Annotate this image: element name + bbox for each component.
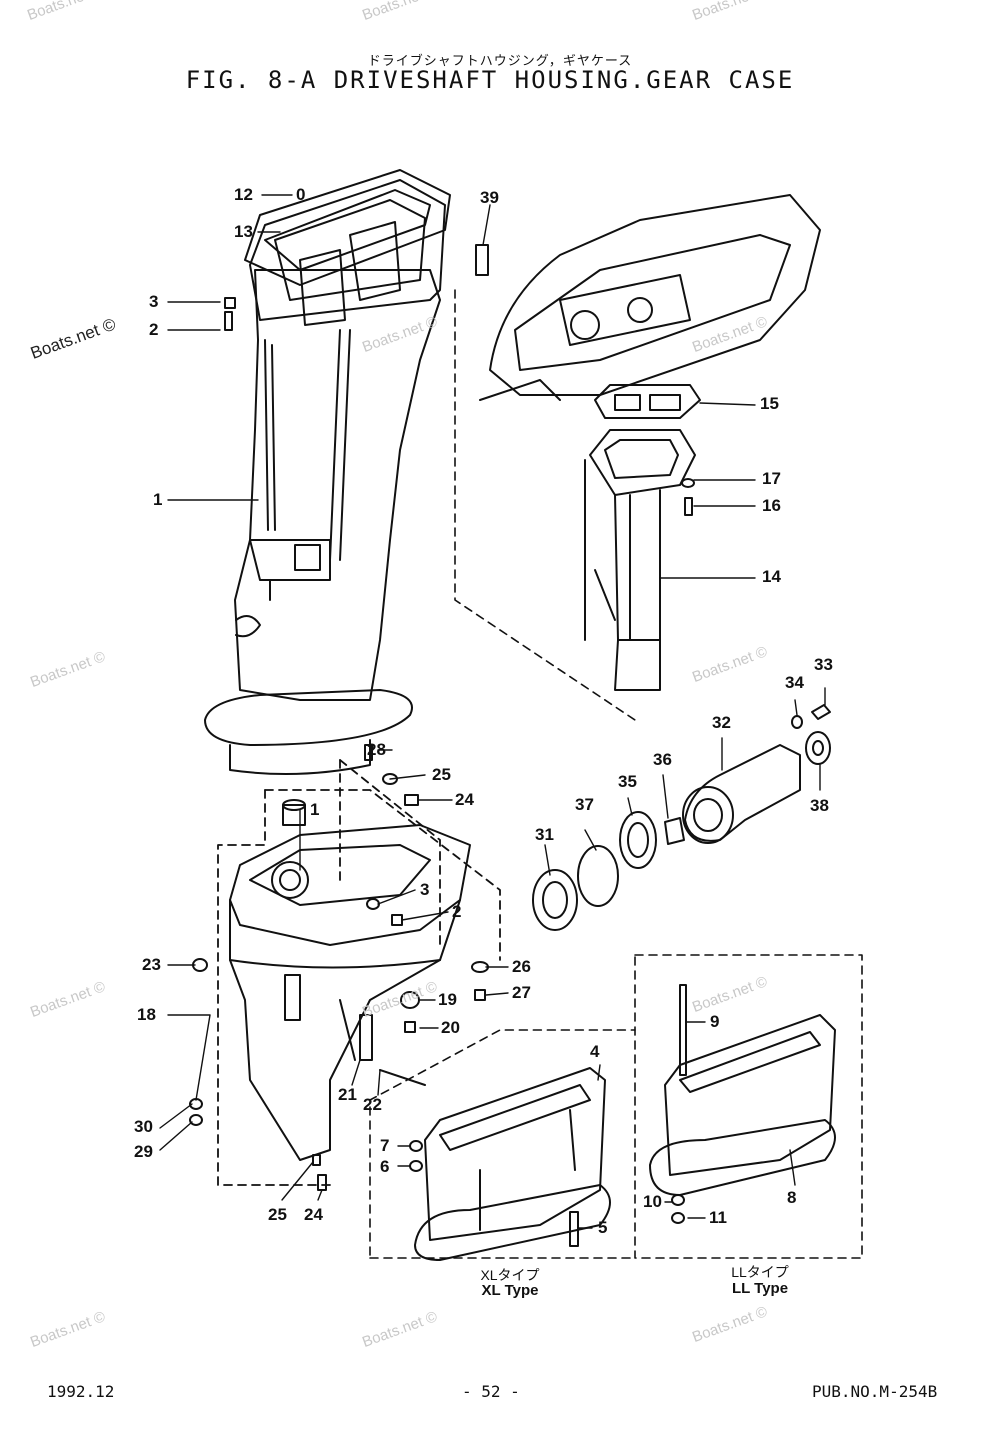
callout-17: 17 <box>762 469 781 488</box>
propeller-shaft-housing-drawing <box>532 704 831 931</box>
figure-subtitle-jp: ドライブシャフトハウジング，ギヤケース <box>367 54 633 69</box>
callout-15: 15 <box>760 394 779 413</box>
callout-20: 20 <box>441 1018 460 1037</box>
callout-12: 12 <box>234 185 253 204</box>
ll-type-label: LL Type <box>731 1280 789 1297</box>
callout-7: 7 <box>380 1136 390 1155</box>
bottom-cowling-drawing <box>479 194 821 691</box>
callout-4: 4 <box>590 1042 600 1061</box>
callout-30: 30 <box>134 1117 153 1136</box>
callout-34: 34 <box>785 673 804 692</box>
callout-12-qty: 0 <box>296 185 306 204</box>
callout-23: 23 <box>142 955 161 974</box>
ll-extension-drawing <box>649 984 836 1224</box>
callout-19: 19 <box>438 990 457 1009</box>
callout-31: 31 <box>535 825 554 844</box>
callout-27: 27 <box>512 983 531 1002</box>
driveshaft-housing-drawing <box>204 169 451 775</box>
callout-3: 3 <box>149 292 159 311</box>
callout-38: 38 <box>810 796 829 815</box>
callout-14: 14 <box>762 567 781 586</box>
callout-1: 1 <box>153 490 163 509</box>
xl-type-label: XL Type <box>481 1282 539 1299</box>
callout-5: 5 <box>598 1218 608 1237</box>
callout-35: 35 <box>618 772 637 791</box>
xl-type-label-jp: XLタイプ <box>480 1267 540 1283</box>
callout-24: 24 <box>455 790 474 809</box>
callout-36: 36 <box>653 750 672 769</box>
callout-32: 32 <box>712 713 731 732</box>
callout-16: 16 <box>762 496 781 515</box>
callout-1-bushing: 1 <box>310 800 320 819</box>
callout-6: 6 <box>380 1157 390 1176</box>
callout-21: 21 <box>338 1085 357 1104</box>
callout-9: 9 <box>710 1012 720 1031</box>
callout-8: 8 <box>787 1188 797 1207</box>
callout-37: 37 <box>575 795 594 814</box>
xl-extension-drawing <box>409 1067 611 1261</box>
gear-case-dashed-outline <box>217 759 501 1186</box>
footer-publication-number: PUB.NO.M-254B <box>812 1382 938 1401</box>
ll-type-label-jp: LLタイプ <box>731 1264 789 1280</box>
callout-29: 29 <box>134 1142 153 1161</box>
figure-title: FIG. 8-A DRIVESHAFT HOUSING.GEAR CASE <box>185 66 795 94</box>
callout-2: 2 <box>149 320 159 339</box>
callout-3-gear-case: 3 <box>420 880 430 899</box>
callout-22: 22 <box>363 1095 382 1114</box>
callout-28: 28 <box>367 740 386 759</box>
callout-39: 39 <box>480 188 499 207</box>
fasteners-drawing <box>189 244 489 1191</box>
callout-25: 25 <box>432 765 451 784</box>
callout-33: 33 <box>814 655 833 674</box>
callout-10: 10 <box>643 1192 662 1211</box>
callout-2-gear-case: 2 <box>452 902 462 921</box>
footer-date: 1992.12 <box>47 1382 115 1401</box>
leader-lines <box>159 194 826 1229</box>
callout-13: 13 <box>234 222 253 241</box>
footer-page-number: - 52 - <box>462 1382 520 1401</box>
callout-26: 26 <box>512 957 531 976</box>
callout-25-lower: 25 <box>268 1205 287 1224</box>
callout-18: 18 <box>137 1005 156 1024</box>
callout-11: 11 <box>709 1208 727 1227</box>
callout-24-lower: 24 <box>304 1205 323 1224</box>
